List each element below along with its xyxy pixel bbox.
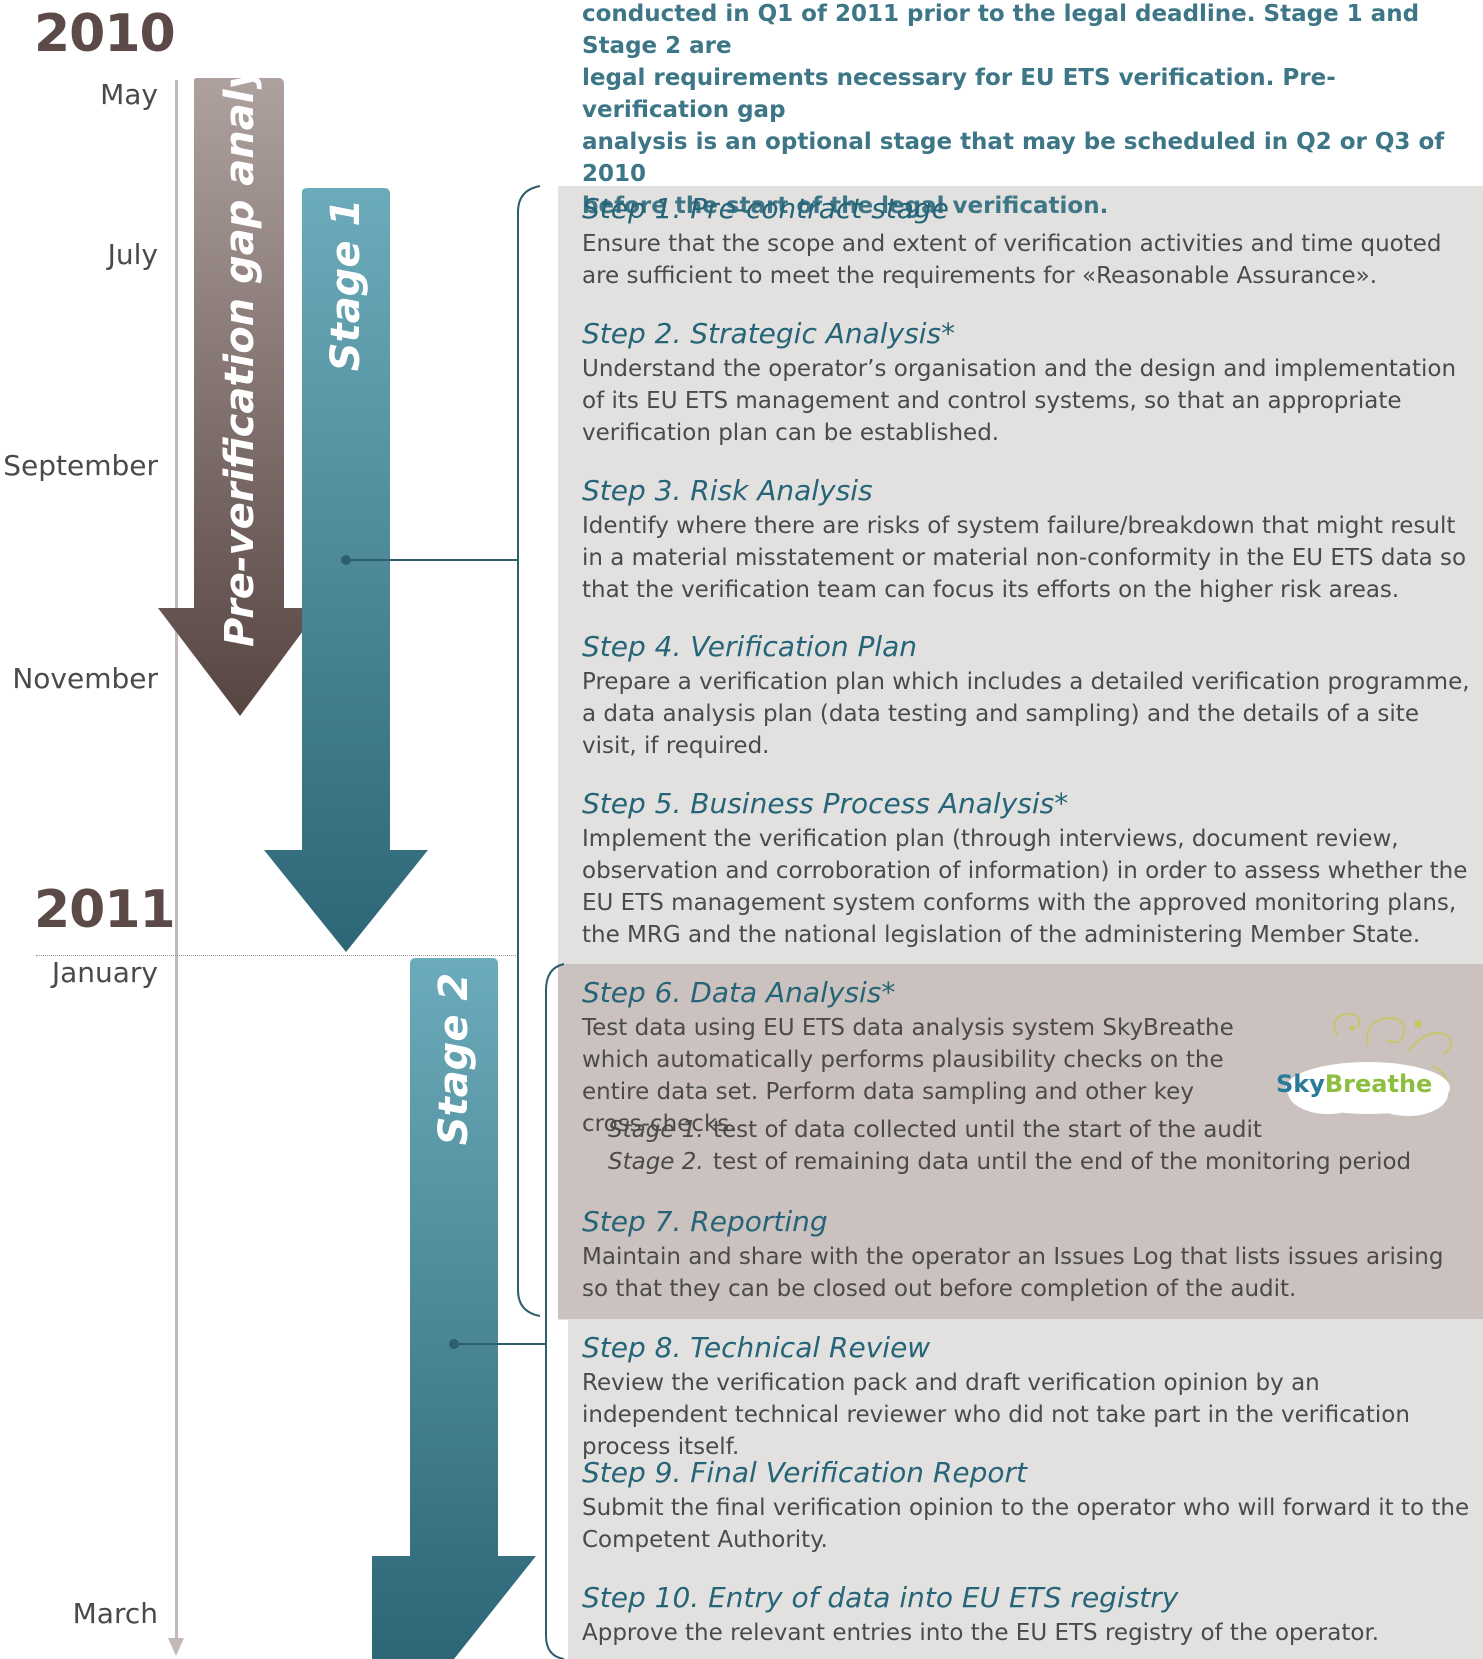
step6-substage-1: Stage 1. test of data collected until the…: [608, 1117, 1262, 1143]
step-title: Step 9. Final Verification Report: [582, 1456, 1028, 1489]
stage1-bracket: [517, 185, 541, 1317]
step-3: Step 3. Risk Analysis Identify where the…: [582, 474, 1472, 606]
step-title: Step 1. Pre-contract stage: [582, 192, 949, 225]
stage2-label: Stage 2: [431, 972, 477, 1146]
pre-verification-arrow: [158, 78, 320, 716]
intro-emph-1: Pre-verification gap: [582, 65, 1336, 123]
steps-panel-lower: [568, 1319, 1483, 1659]
skybreathe-wordmark: SkyBreathe: [1276, 1070, 1432, 1098]
steps-panel-stage2-overlap: [558, 964, 1483, 1319]
logo-sky: Sky: [1276, 1070, 1325, 1098]
year-2011: 2011: [34, 880, 176, 940]
stage1-label: Stage 1: [323, 198, 369, 372]
pre-verification-label: Pre-verification gap analysis: [217, 2, 263, 647]
month-march: March: [72, 1597, 158, 1630]
stage1-dot: [341, 555, 351, 565]
substage-text: test of data collected until the start o…: [713, 1117, 1262, 1143]
step-2: Step 2. Strategic Analysis* Understand t…: [582, 317, 1472, 449]
intro-emph-2: analysis: [582, 129, 688, 155]
step-body: Submit the final verification opinion to…: [582, 1495, 1470, 1553]
step-body: Implement the verification plan (through…: [582, 826, 1468, 948]
stage2-dot: [449, 1339, 459, 1349]
month-november: November: [12, 662, 158, 695]
step-6: Step 6. Data Analysis* Test data using E…: [582, 976, 1242, 1140]
month-september: September: [3, 449, 158, 482]
month-july: July: [107, 238, 158, 271]
step-title: Step 8. Technical Review: [582, 1331, 931, 1364]
step-title: Step 3. Risk Analysis: [582, 474, 873, 507]
step-body: Test data using EU ETS data analysis sys…: [582, 1015, 1234, 1137]
stage2-arrow: [372, 958, 536, 1659]
substage-label: Stage 1.: [608, 1117, 704, 1143]
substage-text: test of remaining data until the end of …: [713, 1149, 1412, 1175]
step6-substage-2: Stage 2. test of remaining data until the…: [608, 1149, 1411, 1175]
step-body: Understand the operator’s organisation a…: [582, 356, 1457, 446]
timeline-arrowhead: [168, 1638, 184, 1656]
step-body: Approve the relevant entries into the EU…: [582, 1620, 1380, 1646]
step-body: Review the verification pack and draft v…: [582, 1370, 1410, 1460]
step-10: Step 10. Entry of data into EU ETS regis…: [582, 1581, 1472, 1649]
step-body: Maintain and share with the operator an …: [582, 1244, 1444, 1302]
step-body: Identify where there are risks of system…: [582, 513, 1467, 603]
intro-line-3: is an optional stage that may be schedul…: [582, 129, 1445, 187]
step-body: Prepare a verification plan which includ…: [582, 669, 1470, 759]
swirl-icon: [1286, 1012, 1453, 1116]
stage2-bracket: [545, 963, 565, 1659]
step-title: Step 6. Data Analysis*: [582, 976, 896, 1009]
intro-line-2: legal requirements necessary for EU ETS …: [582, 65, 1275, 91]
step-7: Step 7. Reporting Maintain and share wit…: [582, 1205, 1472, 1305]
substage-label: Stage 2.: [608, 1149, 704, 1175]
step-8: Step 8. Technical Review Review the veri…: [582, 1331, 1472, 1463]
year-divider: [36, 955, 516, 956]
step-5: Step 5. Business Process Analysis* Imple…: [582, 787, 1472, 951]
month-may: May: [100, 78, 158, 111]
step-9: Step 9. Final Verification Report Submit…: [582, 1456, 1472, 1556]
intro-line-1: conducted in Q1 of 2011 prior to the leg…: [582, 1, 1420, 59]
step-title: Step 10. Entry of data into EU ETS regis…: [582, 1581, 1179, 1614]
skybreathe-logo: SkyBreathe: [1268, 1006, 1458, 1121]
step-title: Step 7. Reporting: [582, 1205, 828, 1238]
logo-breathe: Breathe: [1324, 1070, 1433, 1098]
intro-text: conducted in Q1 of 2011 prior to the leg…: [582, 0, 1462, 222]
stage1-arrow: [264, 188, 428, 952]
step-title: Step 4. Verification Plan: [582, 630, 918, 663]
step-title: Step 2. Strategic Analysis*: [582, 317, 956, 350]
timeline-axis: [175, 80, 178, 1645]
step-4: Step 4. Verification Plan Prepare a veri…: [582, 630, 1472, 762]
intro-line-4: before the start of the legal verificati…: [582, 193, 1109, 219]
month-january: January: [51, 956, 158, 989]
step-body: Ensure that the scope and extent of veri…: [582, 231, 1442, 289]
step-1: Step 1. Pre-contract stage Ensure that t…: [582, 192, 1472, 292]
step-title: Step 5. Business Process Analysis*: [582, 787, 1069, 820]
year-2010: 2010: [34, 4, 176, 64]
